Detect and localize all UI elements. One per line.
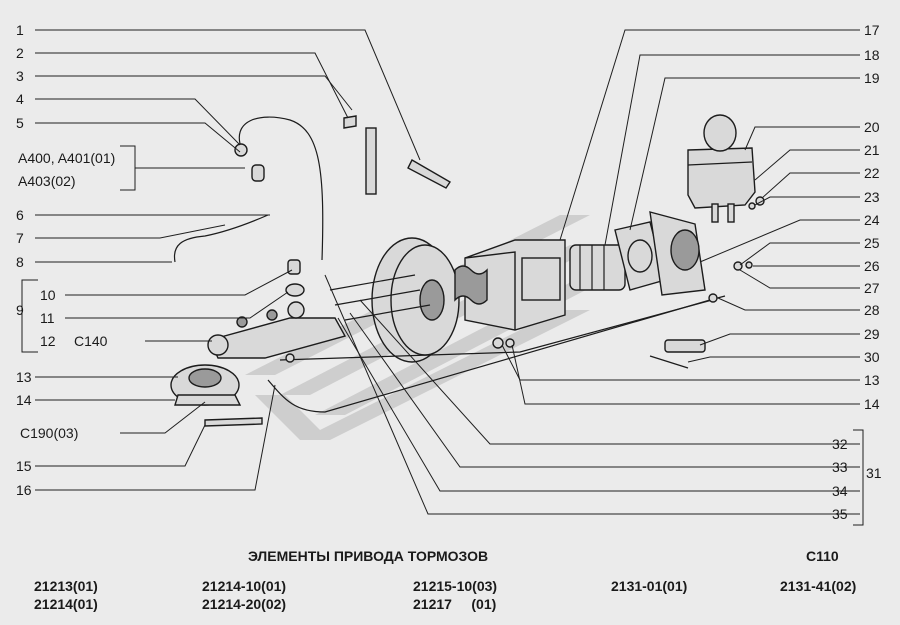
- callout-1: 1: [16, 22, 24, 38]
- callout-13-right: 13: [864, 372, 880, 388]
- callout-21: 21: [864, 142, 880, 158]
- callout-8: 8: [16, 254, 24, 270]
- callout-10: 10: [40, 287, 56, 303]
- callout-a400: A400, A401(01): [18, 150, 115, 166]
- callout-9: 9: [16, 302, 24, 318]
- callouts-left: 1 2 3 4 5 A400, A401(01) A403(02) 6 7 8 …: [16, 22, 115, 498]
- callout-29: 29: [864, 326, 880, 342]
- callout-19: 19: [864, 70, 880, 86]
- callout-17: 17: [864, 22, 880, 38]
- title-block: ЭЛЕМЕНТЫ ПРИВОДА ТОРМОЗОВ C110: [248, 548, 839, 564]
- callout-4: 4: [16, 91, 24, 107]
- callout-7: 7: [16, 230, 24, 246]
- vacuum-hose-connector: [569, 244, 626, 291]
- callout-26: 26: [864, 258, 880, 274]
- callout-24: 24: [864, 212, 880, 228]
- callout-22: 22: [864, 165, 880, 181]
- leader-lines: [21, 29, 864, 526]
- callout-6: 6: [16, 207, 24, 223]
- callout-c140: C140: [74, 333, 108, 349]
- vacuum-hose: [238, 116, 324, 261]
- model-2-line1: 21214-10(01): [202, 578, 286, 594]
- model-5-line1: 2131-41(02): [780, 578, 856, 594]
- callout-14-right: 14: [864, 396, 880, 412]
- callout-35: 35: [832, 506, 848, 522]
- callout-33: 33: [832, 459, 848, 475]
- callout-30: 30: [864, 349, 880, 365]
- brake-parts-drawing: [170, 114, 765, 427]
- callout-34: 34: [832, 483, 848, 499]
- callout-12: 12: [40, 333, 56, 349]
- callout-13-left: 13: [16, 369, 32, 385]
- callout-23: 23: [864, 189, 880, 205]
- model-1-line1: 21213(01): [34, 578, 98, 594]
- callout-a403: A403(02): [18, 173, 76, 189]
- fluid-reservoir: [687, 147, 756, 209]
- callout-2: 2: [16, 45, 24, 61]
- callout-14-left: 14: [16, 392, 32, 408]
- model-2-line2: 21214-20(02): [202, 596, 286, 612]
- diagram-title: ЭЛЕМЕНТЫ ПРИВОДА ТОРМОЗОВ: [248, 548, 488, 564]
- model-1-line2: 21214(01): [34, 596, 98, 612]
- callouts-right: 17 18 19 20 21 22 23 24 25 26 27 28 29 3…: [832, 22, 882, 522]
- callout-15: 15: [16, 458, 32, 474]
- callout-31: 31: [866, 465, 882, 481]
- callout-c190: C190(03): [20, 425, 78, 441]
- callout-16: 16: [16, 482, 32, 498]
- model-list: 21213(01) 21214(01) 21214-10(01) 21214-2…: [34, 578, 856, 612]
- master-cylinder: [209, 317, 347, 359]
- callout-32: 32: [832, 436, 848, 452]
- callout-28: 28: [864, 302, 880, 318]
- callout-25: 25: [864, 235, 880, 251]
- callout-18: 18: [864, 47, 880, 63]
- callout-27: 27: [864, 280, 880, 296]
- callout-5: 5: [16, 115, 24, 131]
- model-4-line1: 2131-01(01): [611, 578, 687, 594]
- model-3-line1: 21215-10(03): [413, 578, 497, 594]
- callout-3: 3: [16, 68, 24, 84]
- callout-20: 20: [864, 119, 880, 135]
- hose-6-8: [173, 214, 269, 263]
- model-3-line2: 21217 (01): [413, 596, 496, 612]
- callout-11: 11: [40, 310, 55, 326]
- page-code: C110: [806, 548, 839, 564]
